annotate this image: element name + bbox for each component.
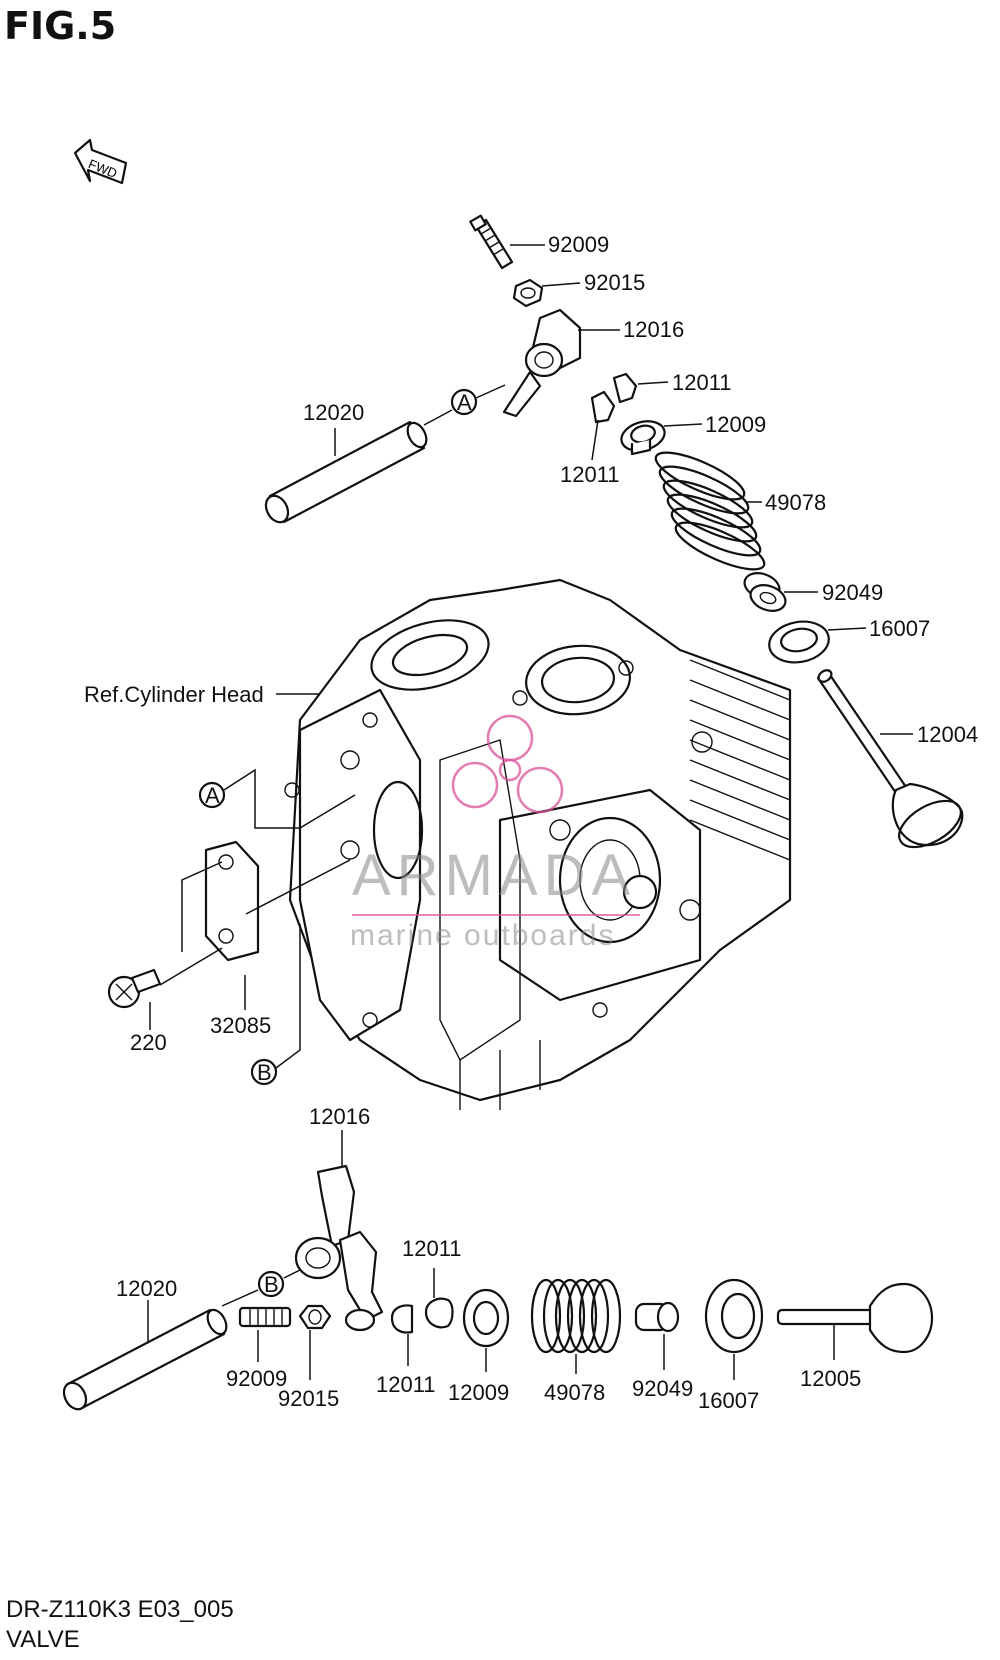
watermark-tagline: marine outboards: [350, 919, 615, 952]
label-92009-lower: 92009: [226, 1366, 287, 1391]
rocker-arm-lower: [294, 1164, 384, 1332]
label-12005-lower: 12005: [800, 1366, 861, 1391]
valve-cotter-upper-b: [590, 390, 616, 424]
spring-retainer-lower: [462, 1288, 510, 1348]
valve-cotter-lower-b: [424, 1297, 454, 1329]
label-12009-lower: 12009: [448, 1380, 509, 1405]
label-49078-lower: 49078: [544, 1380, 605, 1405]
adjust-screw-upper: [469, 214, 514, 270]
watermark-brand: ARMADA: [352, 843, 636, 908]
label-12011-lower-b: 12011: [402, 1236, 462, 1261]
label-12020-lower: 12020: [116, 1276, 177, 1301]
marker-b-left: [250, 1058, 278, 1086]
label-12016-lower: 12016: [309, 1104, 370, 1129]
label-92049-lower: 92049: [632, 1376, 693, 1401]
model-code: DR-Z110K3 E03_005: [6, 1596, 234, 1623]
marker-a-left: [198, 781, 226, 809]
label-32085: 32085: [210, 1013, 271, 1038]
cover-plate: [204, 840, 260, 962]
rocker-shaft-lower: [62, 1308, 228, 1411]
label-12004-upper: 12004: [917, 722, 978, 747]
label-ref-cylinder-head: Ref.Cylinder Head: [84, 682, 264, 707]
valve-spring-upper: [654, 451, 766, 571]
svg-text:B: B: [264, 1272, 279, 1297]
rocker-shaft-upper: [264, 420, 428, 524]
valve-stem-seal-lower: [634, 1301, 680, 1333]
marker-b-lower: [257, 1270, 285, 1298]
section-name: VALVE: [6, 1626, 80, 1653]
label-12020-upper: 12020: [303, 400, 364, 425]
label-92015-upper: 92015: [584, 270, 645, 295]
label-92009-upper: 92009: [548, 232, 609, 257]
label-92015-lower: 92015: [278, 1386, 339, 1411]
screw-220: [107, 968, 162, 1009]
label-12016-upper: 12016: [623, 317, 684, 342]
figure-title: FIG.5: [4, 4, 117, 48]
label-220: 220: [130, 1030, 167, 1055]
valve-cotter-lower-a: [390, 1304, 414, 1334]
spring-seat-upper: [768, 620, 830, 664]
label-12011-lower-a: 12011: [376, 1372, 436, 1397]
spring-seat-lower: [704, 1278, 764, 1354]
svg-text:A: A: [205, 783, 220, 808]
watermark-logo-icon: [451, 714, 564, 814]
svg-text:B: B: [257, 1060, 272, 1085]
label-12009-upper: 12009: [705, 412, 766, 437]
valve-exhaust-lower: [776, 1282, 934, 1354]
label-49078-upper: 49078: [765, 490, 826, 515]
rocker-arm-upper: [502, 308, 582, 418]
cylinder-head-reference: [284, 578, 792, 1110]
fwd-arrow-icon: FWD: [73, 138, 128, 185]
nut-lower: [298, 1304, 332, 1330]
label-16007-lower: 16007: [698, 1388, 759, 1413]
valve-stem-seal-upper: [743, 572, 787, 612]
valve-spring-lower: [530, 1278, 622, 1354]
valve-intake-upper: [816, 669, 964, 849]
label-12011-upper-b: 12011: [560, 462, 620, 487]
label-16007-upper: 16007: [869, 616, 930, 641]
spring-retainer-upper: [620, 420, 666, 456]
label-12011-upper-a: 12011: [672, 370, 732, 395]
valve-cotter-upper-a: [612, 372, 638, 404]
svg-text:A: A: [457, 390, 472, 415]
marker-a-upper: [450, 388, 478, 416]
label-92049-upper: 92049: [822, 580, 883, 605]
adjust-screw-lower: [238, 1306, 292, 1328]
nut-upper: [512, 278, 544, 308]
